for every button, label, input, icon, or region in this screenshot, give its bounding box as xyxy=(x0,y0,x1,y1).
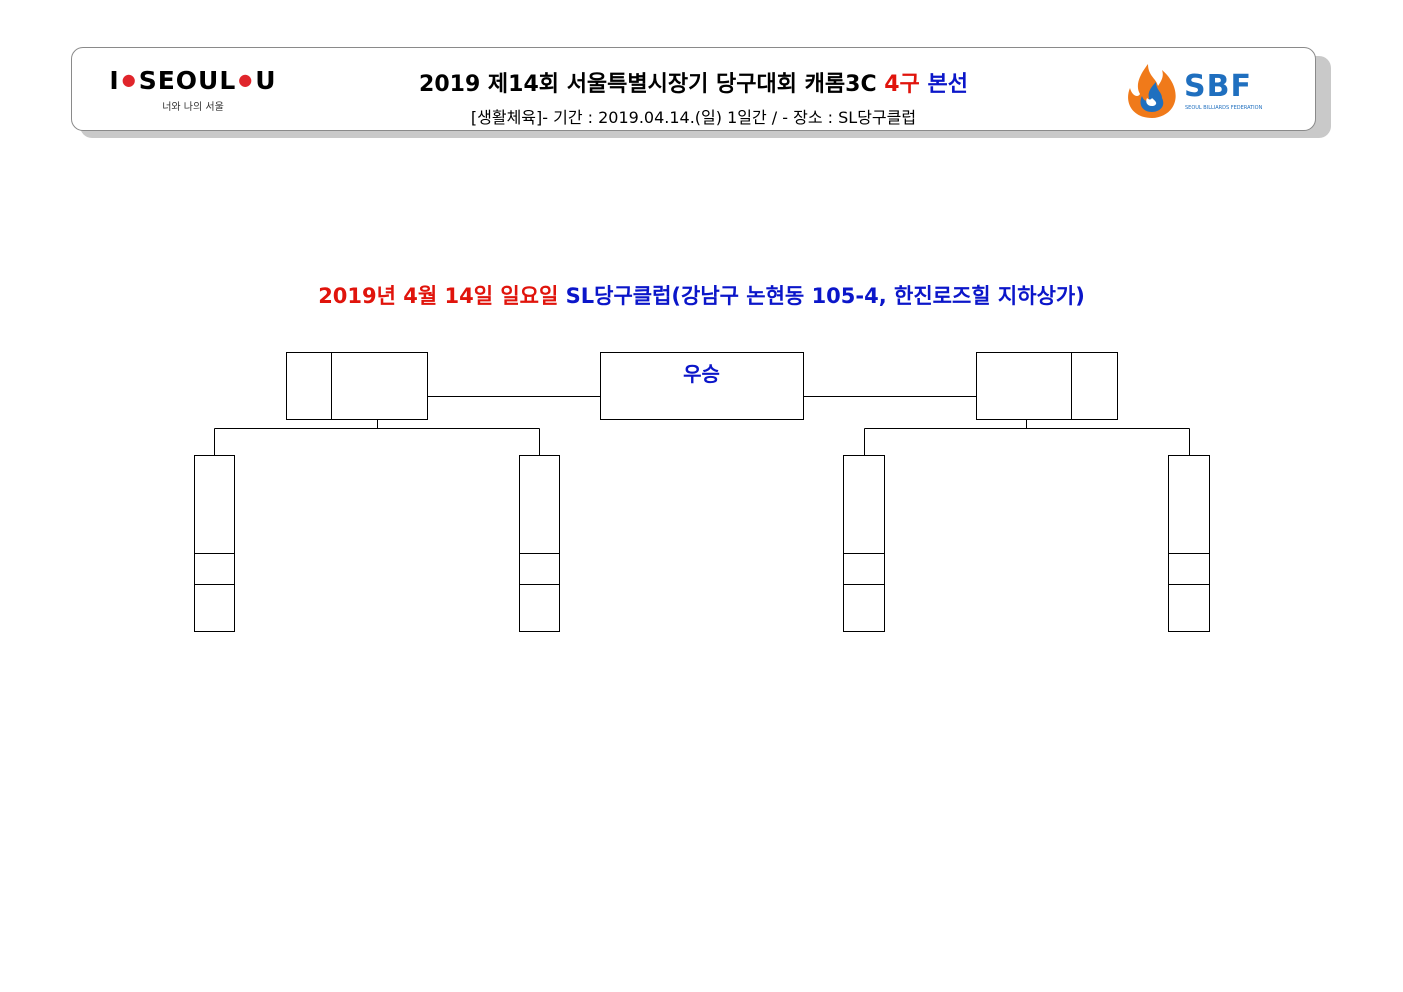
tournament-title: 2019 제14회 서울특별시장기 당구대회 캐롬3C 4구 본선 xyxy=(72,66,1315,98)
logo-tagline: 너와 나의 서울 xyxy=(162,102,224,113)
document-header: I●SEOUL●U 너와 나의 서울 2019 제14회 서울특별시장기 당구대… xyxy=(71,47,1316,131)
player-slot-1 xyxy=(194,455,235,632)
player-slot-4 xyxy=(1168,455,1210,632)
logo-dot-icon: ● xyxy=(121,70,137,89)
logo-letter-i: I xyxy=(109,66,120,95)
tournament-subtitle: [생활체육]- 기간 : 2019.04.14.(일) 1일간 / - 장소 :… xyxy=(470,108,917,127)
sbf-wordmark: SBF xyxy=(1184,69,1252,104)
semifinal-right-box xyxy=(976,352,1118,420)
winner-label: 우승 xyxy=(683,362,720,386)
semifinal-left-box xyxy=(286,352,428,420)
final-box xyxy=(600,352,804,420)
sbf-logo: SBF SEOUL BILLIARDS FEDERATION xyxy=(1122,62,1272,120)
logo-word-seoul: SEOUL xyxy=(138,66,237,95)
logo-letter-u: U xyxy=(255,66,277,95)
title-division: 4구 xyxy=(884,72,920,97)
sbf-full-name: SEOUL BILLIARDS FEDERATION xyxy=(1185,105,1263,111)
event-date-venue: 2019년 4월 14일 일요일 SL당구클럽(강남구 논현동 105-4, 한… xyxy=(0,280,1403,310)
event-date: 2019년 4월 14일 일요일 xyxy=(318,284,566,308)
event-venue: SL당구클럽(강남구 논현동 105-4, 한진로즈힐 지하상가) xyxy=(565,284,1085,308)
sbf-flame-icon xyxy=(1128,64,1176,118)
logo-wordmark: I●SEOUL●U xyxy=(108,66,278,95)
logo-dot-icon: ● xyxy=(238,70,254,89)
player-slot-3 xyxy=(843,455,885,632)
player-slot-2 xyxy=(519,455,560,632)
title-stage: 본선 xyxy=(919,72,968,97)
i-seoul-u-logo: I●SEOUL●U 너와 나의 서울 xyxy=(108,66,278,113)
title-main: 2019 제14회 서울특별시장기 당구대회 캐롬3C xyxy=(419,72,885,97)
